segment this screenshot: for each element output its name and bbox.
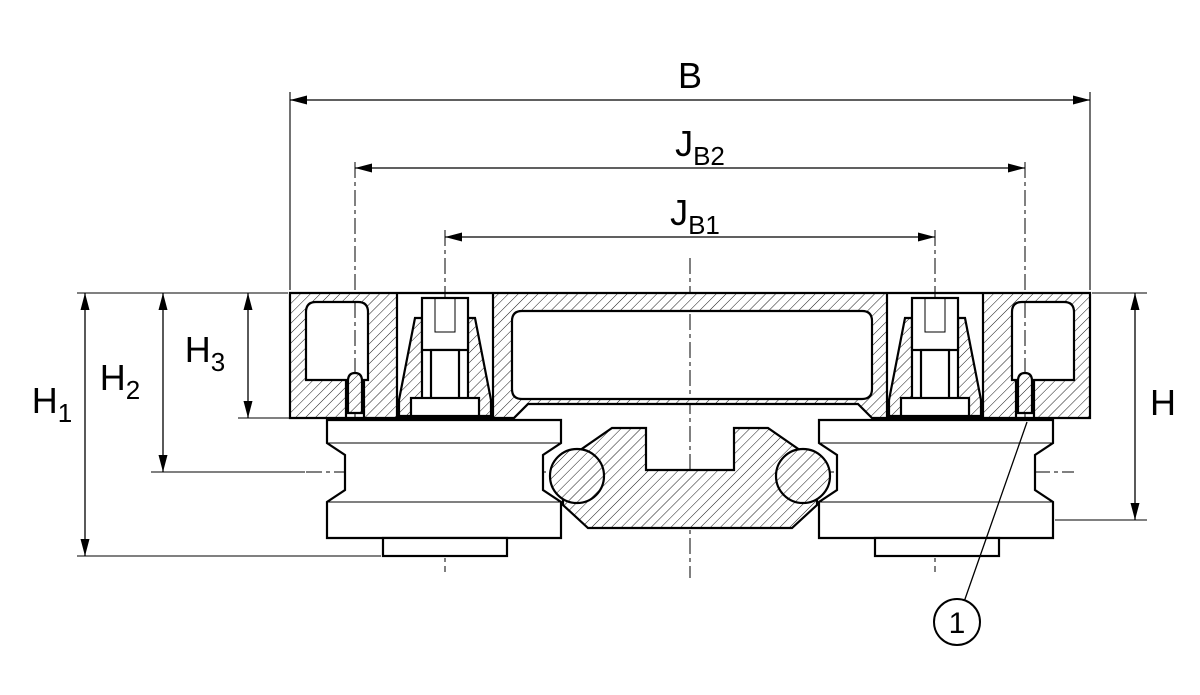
left-bolt-assembly: [397, 296, 493, 418]
dimension-label-JB2: JB2: [675, 123, 725, 171]
guide-rail-block: [548, 426, 832, 530]
right-bolt-head: [910, 296, 960, 352]
arrowhead: [290, 95, 307, 105]
callout-label: 1: [949, 607, 966, 640]
arrowhead: [445, 232, 462, 242]
right-roller-hub: [873, 536, 1001, 558]
dimension-JB1: JB1: [445, 192, 935, 242]
lube-fittings: [346, 371, 1034, 415]
arrowhead: [1073, 95, 1090, 105]
left-shaft-section: [548, 447, 606, 505]
left-bolt-shank: [429, 348, 461, 402]
arrowhead: [158, 455, 168, 472]
arrowhead: [918, 232, 935, 242]
callout-1: 1: [933, 421, 1028, 646]
arrowhead: [80, 539, 90, 556]
dimension-H2: H2: [100, 293, 305, 473]
dimension-label-JB1: JB1: [670, 192, 720, 240]
right-lube-fitting: [1016, 371, 1034, 415]
arrowhead: [243, 401, 253, 418]
right-roller-profile: [817, 418, 1055, 540]
left-roller-hub: [381, 536, 509, 558]
dimension-label-H2: H2: [100, 357, 140, 405]
dimension-JB2: JB2: [355, 123, 1025, 173]
dimension-B: B: [289, 55, 1091, 290]
right-shaft-section: [774, 447, 832, 505]
dimension-H3: H3: [185, 293, 290, 419]
arrowhead: [1008, 163, 1025, 173]
right-bolt-socket: [924, 297, 946, 333]
dimension-label-H3: H3: [185, 329, 225, 377]
left-stud-flange: [409, 396, 481, 418]
arrowhead: [243, 293, 253, 310]
dimension-label-B: B: [678, 55, 702, 96]
carriage-plate-section: [288, 291, 1092, 420]
dimension-label-H1: H1: [32, 380, 72, 428]
left-lube-fitting: [346, 371, 364, 415]
dimension-H1: H1: [32, 292, 381, 557]
arrowhead: [1130, 293, 1140, 310]
dimension-H: H: [1055, 292, 1176, 521]
right-stud-flange: [899, 396, 971, 418]
arrowhead: [158, 293, 168, 310]
left-track-roller: [325, 418, 563, 558]
callout-balloon: [933, 598, 981, 646]
right-track-roller: [817, 418, 1055, 558]
left-bolt-socket: [434, 297, 456, 333]
dimension-label-H: H: [1150, 382, 1176, 423]
right-bolt-assembly: [887, 296, 983, 418]
left-roller-profile: [325, 418, 563, 540]
left-bolt-head: [420, 296, 470, 352]
arrowhead: [1130, 503, 1140, 520]
carriage-body: [288, 291, 1092, 420]
right-bolt-shank: [919, 348, 951, 402]
arrowhead: [80, 293, 90, 310]
callout-leader-line: [963, 421, 1028, 601]
arrowhead: [355, 163, 372, 173]
